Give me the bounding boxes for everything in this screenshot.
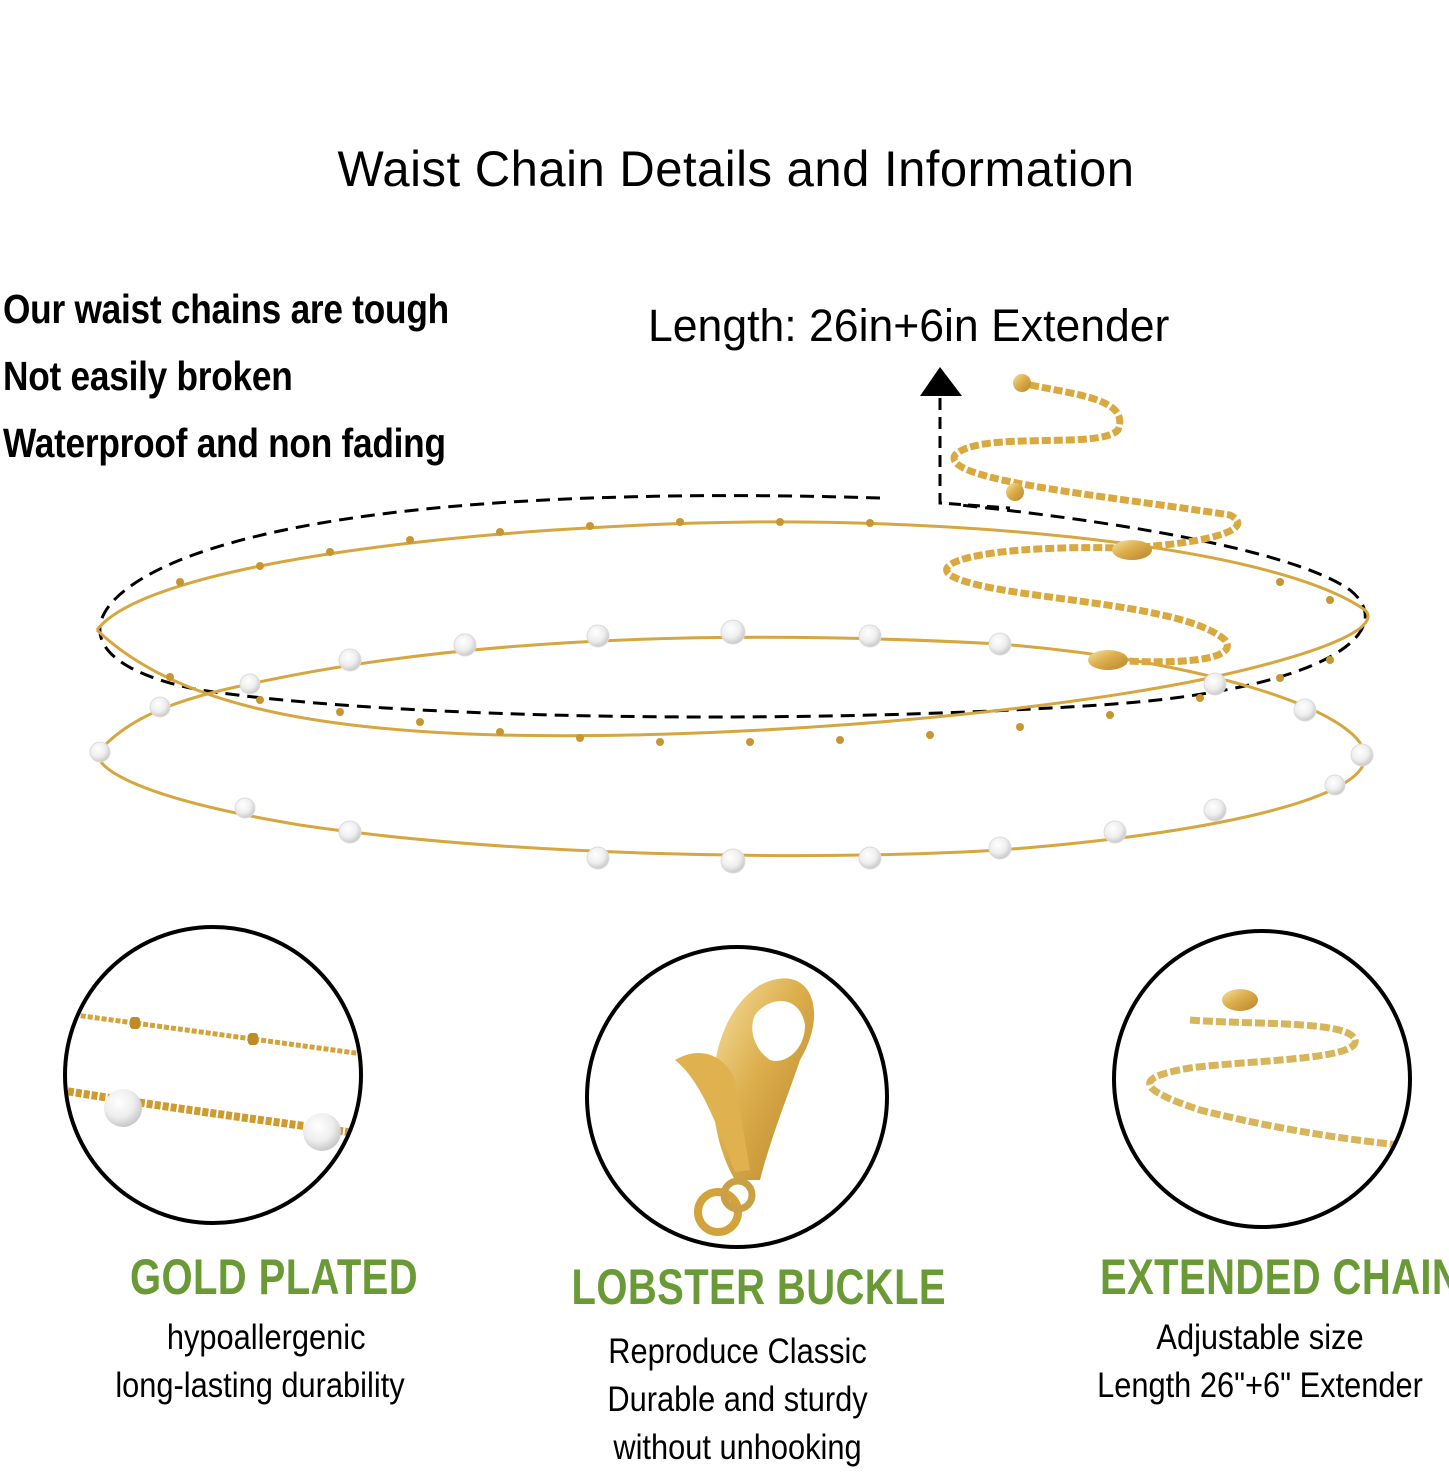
feature-item: Our waist chains are tough <box>3 286 449 332</box>
length-label: Length: 26in+6in Extender <box>648 300 1170 351</box>
feature-item: Waterproof and non fading <box>3 420 446 466</box>
badge-description: hypoallergenic long-lasting durability <box>75 1314 445 1410</box>
badge-line: Adjustable size <box>1156 1318 1364 1357</box>
dashed-ellipse-indicator <box>98 494 1367 719</box>
badge-image-extended-chain <box>1114 931 1410 1227</box>
badge-frame <box>1112 929 1412 1229</box>
beaded-chain-upper <box>95 520 1370 738</box>
feature-list: Our waist chains are tough Not easily br… <box>3 276 521 477</box>
badge-line: hypoallergenic <box>166 1318 366 1357</box>
pearl-chain <box>96 635 1367 858</box>
badge-heading: EXTENDED CHAIN <box>1100 1249 1449 1305</box>
badge-description: Reproduce Classic Durable and sturdy wit… <box>555 1328 920 1472</box>
badge-line: without unhooking <box>613 1428 862 1467</box>
badge-line: long-lasting durability <box>115 1366 405 1405</box>
badge-frame <box>63 925 363 1225</box>
clasps <box>1006 374 1152 670</box>
badge-image-gold-plated <box>65 927 361 1223</box>
badge-gold-plated: GOLD PLATED hypoallergenic long-lasting … <box>50 1248 470 1410</box>
extender-chain <box>943 381 1242 666</box>
badge-heading: LOBSTER BUCKLE <box>571 1259 946 1315</box>
badge-line: Length 26"+6" Extender <box>1097 1366 1423 1405</box>
badge-heading: GOLD PLATED <box>129 1249 419 1305</box>
arrow-up-icon <box>920 367 962 396</box>
dashed-leader-line <box>938 398 1011 510</box>
badge-extended-chain: EXTENDED CHAIN Adjustable size Length 26… <box>1060 1248 1449 1410</box>
bead-stations <box>166 518 1334 746</box>
badge-line: Reproduce Classic <box>608 1332 867 1371</box>
badge-frame <box>585 945 889 1249</box>
badge-line: Durable and sturdy <box>607 1380 868 1419</box>
badge-description: Adjustable size Length 26"+6" Extender <box>1084 1314 1436 1410</box>
badge-lobster-buckle: LOBSTER BUCKLE Reproduce Classic Durable… <box>530 1258 946 1472</box>
badge-image-lobster-buckle <box>587 947 887 1247</box>
feature-item: Not easily broken <box>3 353 293 399</box>
pearls <box>89 619 1374 874</box>
page-title: Waist Chain Details and Information <box>337 141 1135 197</box>
